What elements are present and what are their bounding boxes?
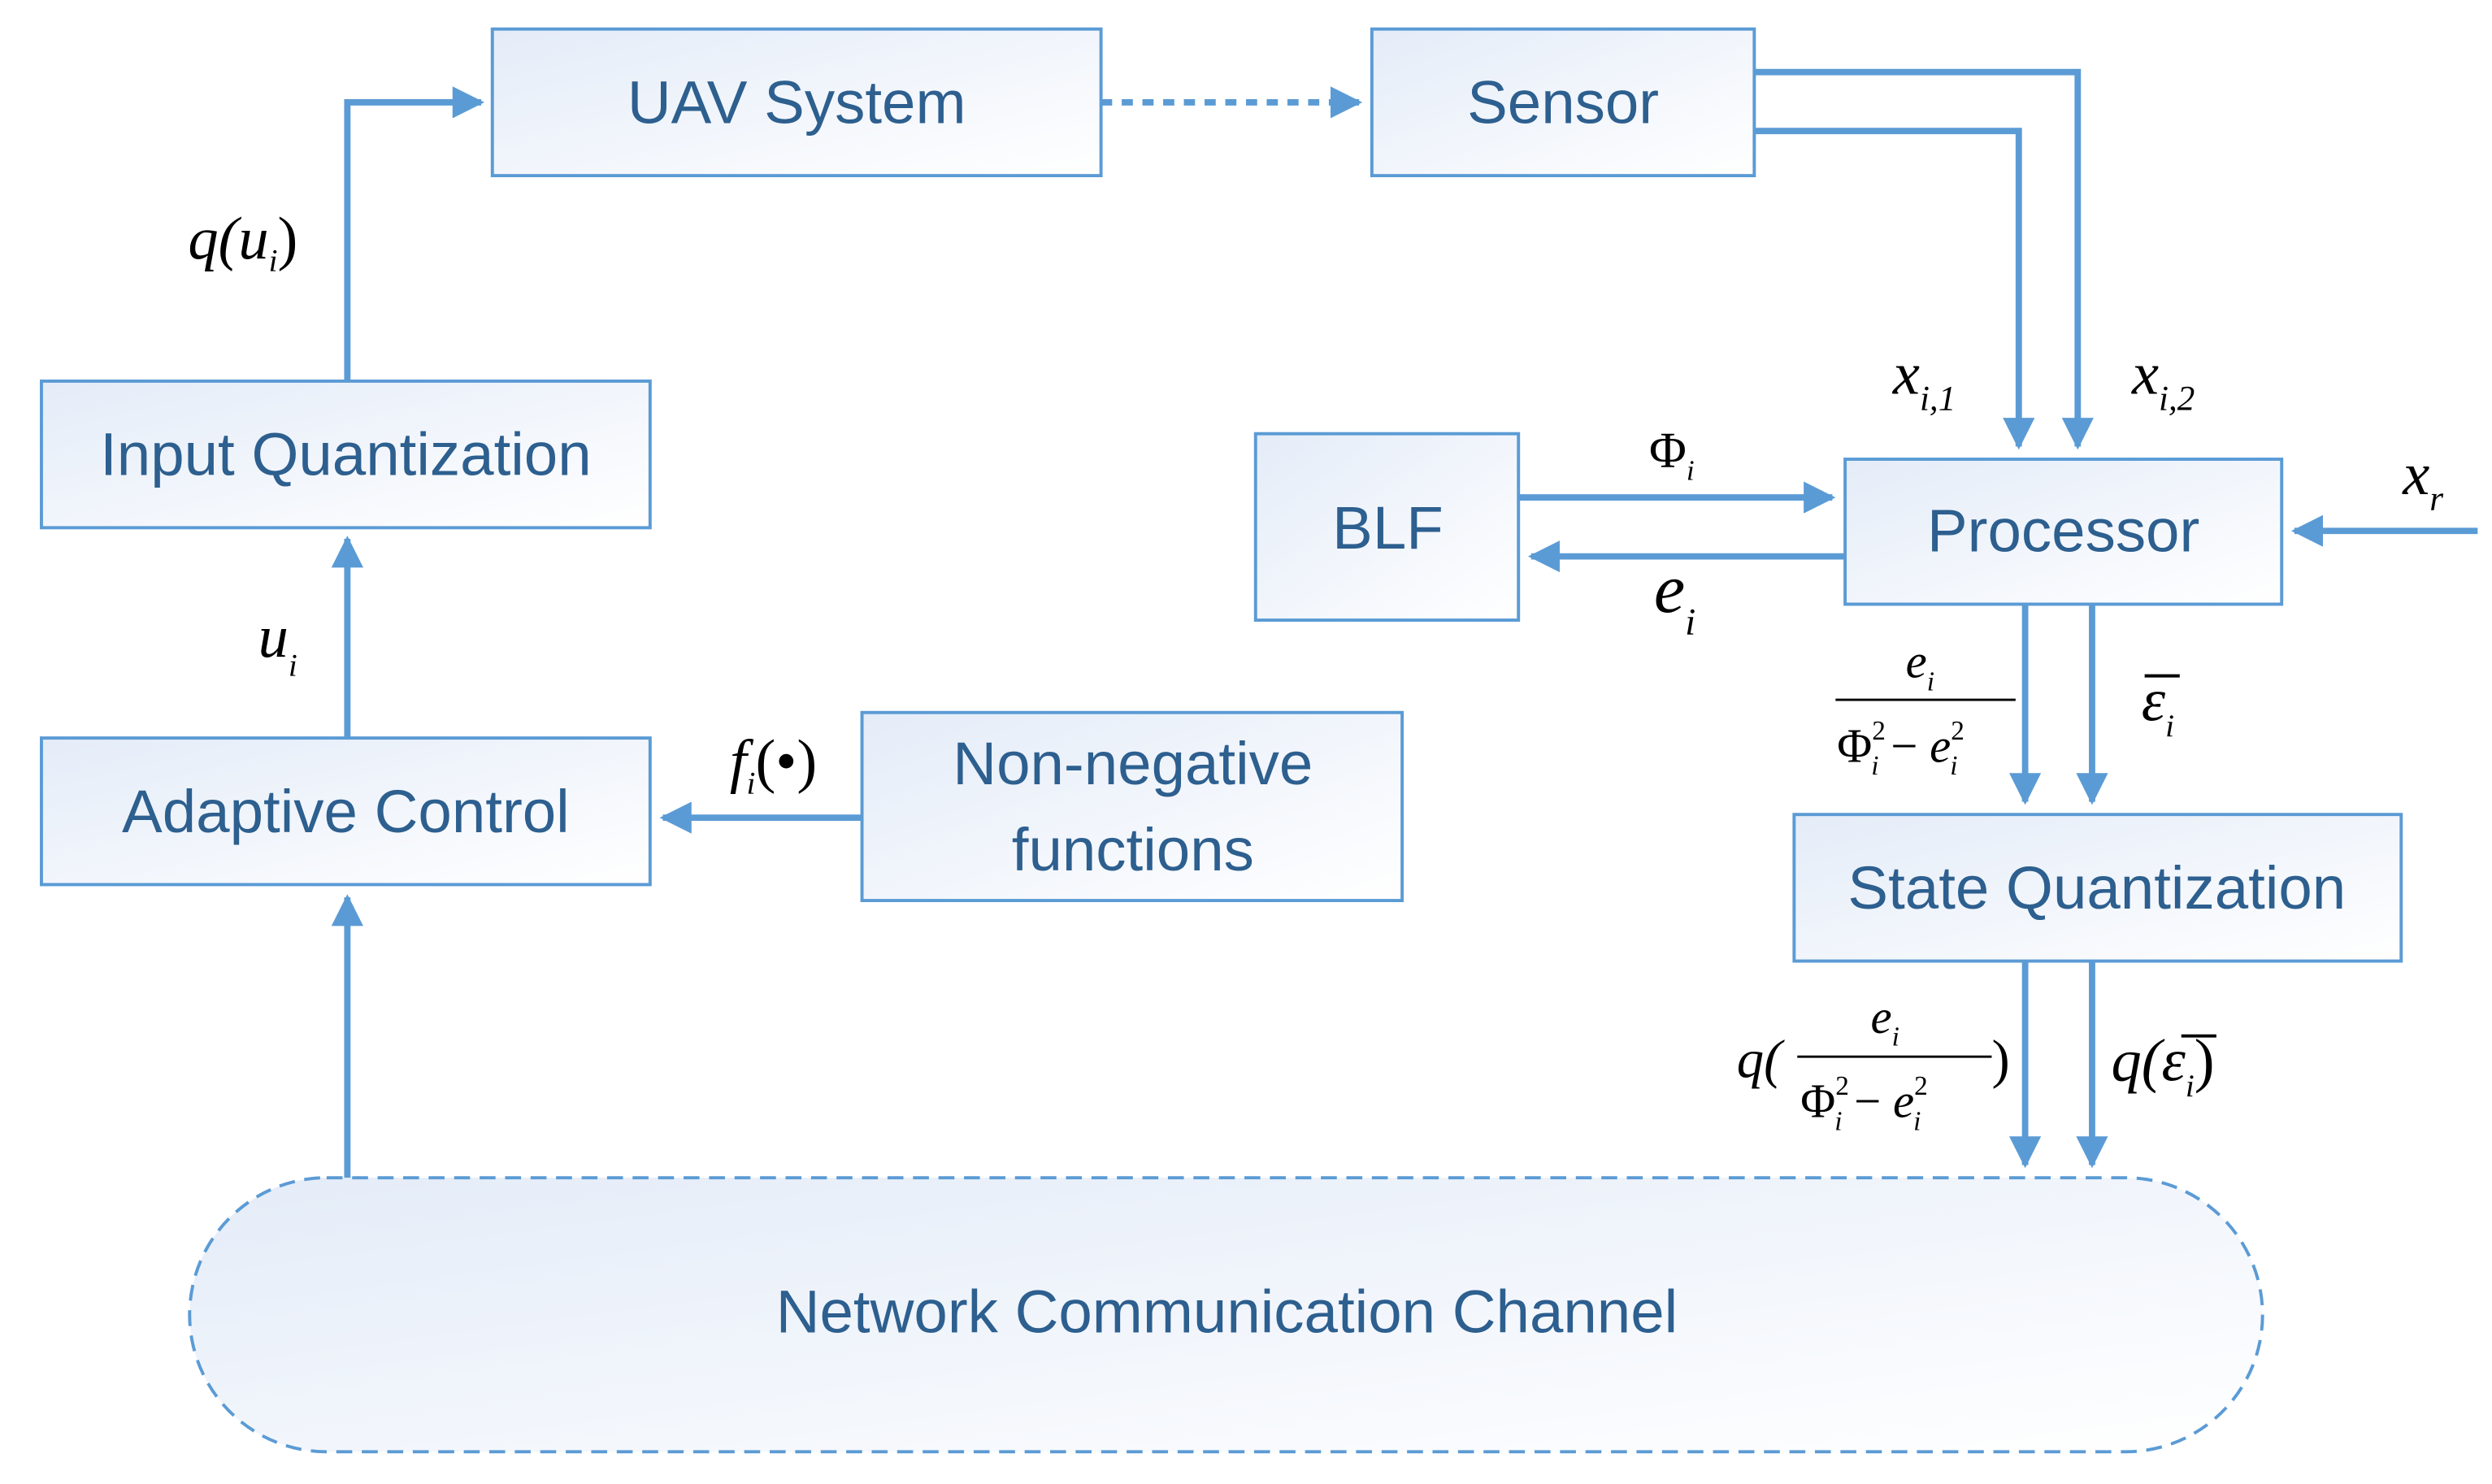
svg-text:q(εi): q(εi) xyxy=(2111,1028,2214,1104)
input-quantization-block: Input Quantization xyxy=(40,380,652,530)
sensor-label: Sensor xyxy=(1467,68,1659,136)
input-quantization-label: Input Quantization xyxy=(100,421,592,488)
arrow-input-quantization-to-uav-system xyxy=(344,86,484,381)
svg-text:q(: q( xyxy=(1737,1031,1785,1090)
sensor-block: Sensor xyxy=(1370,27,1756,178)
processor-label: Processor xyxy=(1927,497,2199,565)
svg-text:ei: ei xyxy=(1870,991,1899,1052)
arrow-sensor-to-processor-x1 xyxy=(1754,128,2035,450)
label-e-i: ei xyxy=(1654,549,1695,643)
state-quantization-block: State Quantization xyxy=(1792,813,2403,963)
label-eps-bar-i: εi xyxy=(2142,668,2180,744)
uav-system-block: UAV System xyxy=(490,27,1103,178)
svg-text:εi: εi xyxy=(2142,668,2174,744)
svg-text:Φ2i − e2i: Φ2i − e2i xyxy=(1800,1071,1928,1136)
label-phi-i: Φi xyxy=(1649,422,1695,487)
non-negative-functions-block: Non-negative functions xyxy=(860,710,1404,903)
svg-text:ei: ei xyxy=(1906,636,1934,697)
label-q-eps-bar-i: q(εi) xyxy=(2111,1028,2216,1104)
blf-block: BLF xyxy=(1253,432,1521,622)
label-x-r: xr xyxy=(2402,441,2443,519)
adaptive-control-label: Adaptive Control xyxy=(122,778,570,845)
arrow-sensor-to-processor-x2 xyxy=(1754,68,2094,450)
processor-block: Processor xyxy=(1843,458,2284,606)
label-q-ui: q(ui) xyxy=(188,206,297,279)
network-channel-block: Network Communication Channel xyxy=(188,1176,2264,1454)
svg-text:Φ2i − e2i: Φ2i − e2i xyxy=(1837,716,1965,781)
label-x-i2: xi,2 xyxy=(2131,341,2195,419)
uav-system-label: UAV System xyxy=(627,68,966,136)
non-negative-label-line2: functions xyxy=(1012,816,1254,883)
adaptive-control-block: Adaptive Control xyxy=(40,736,652,887)
blf-label: BLF xyxy=(1332,494,1444,562)
network-channel-label: Network Communication Channel xyxy=(776,1278,1678,1345)
label-x-i1: xi,1 xyxy=(1892,341,1956,419)
label-u-i: ui xyxy=(258,604,297,683)
label-f-i: fi(•) xyxy=(730,728,817,801)
svg-text:): ) xyxy=(1991,1031,2009,1090)
state-quantization-label: State Quantization xyxy=(1847,854,2346,922)
non-negative-label-line1: Non-negative xyxy=(953,730,1313,797)
